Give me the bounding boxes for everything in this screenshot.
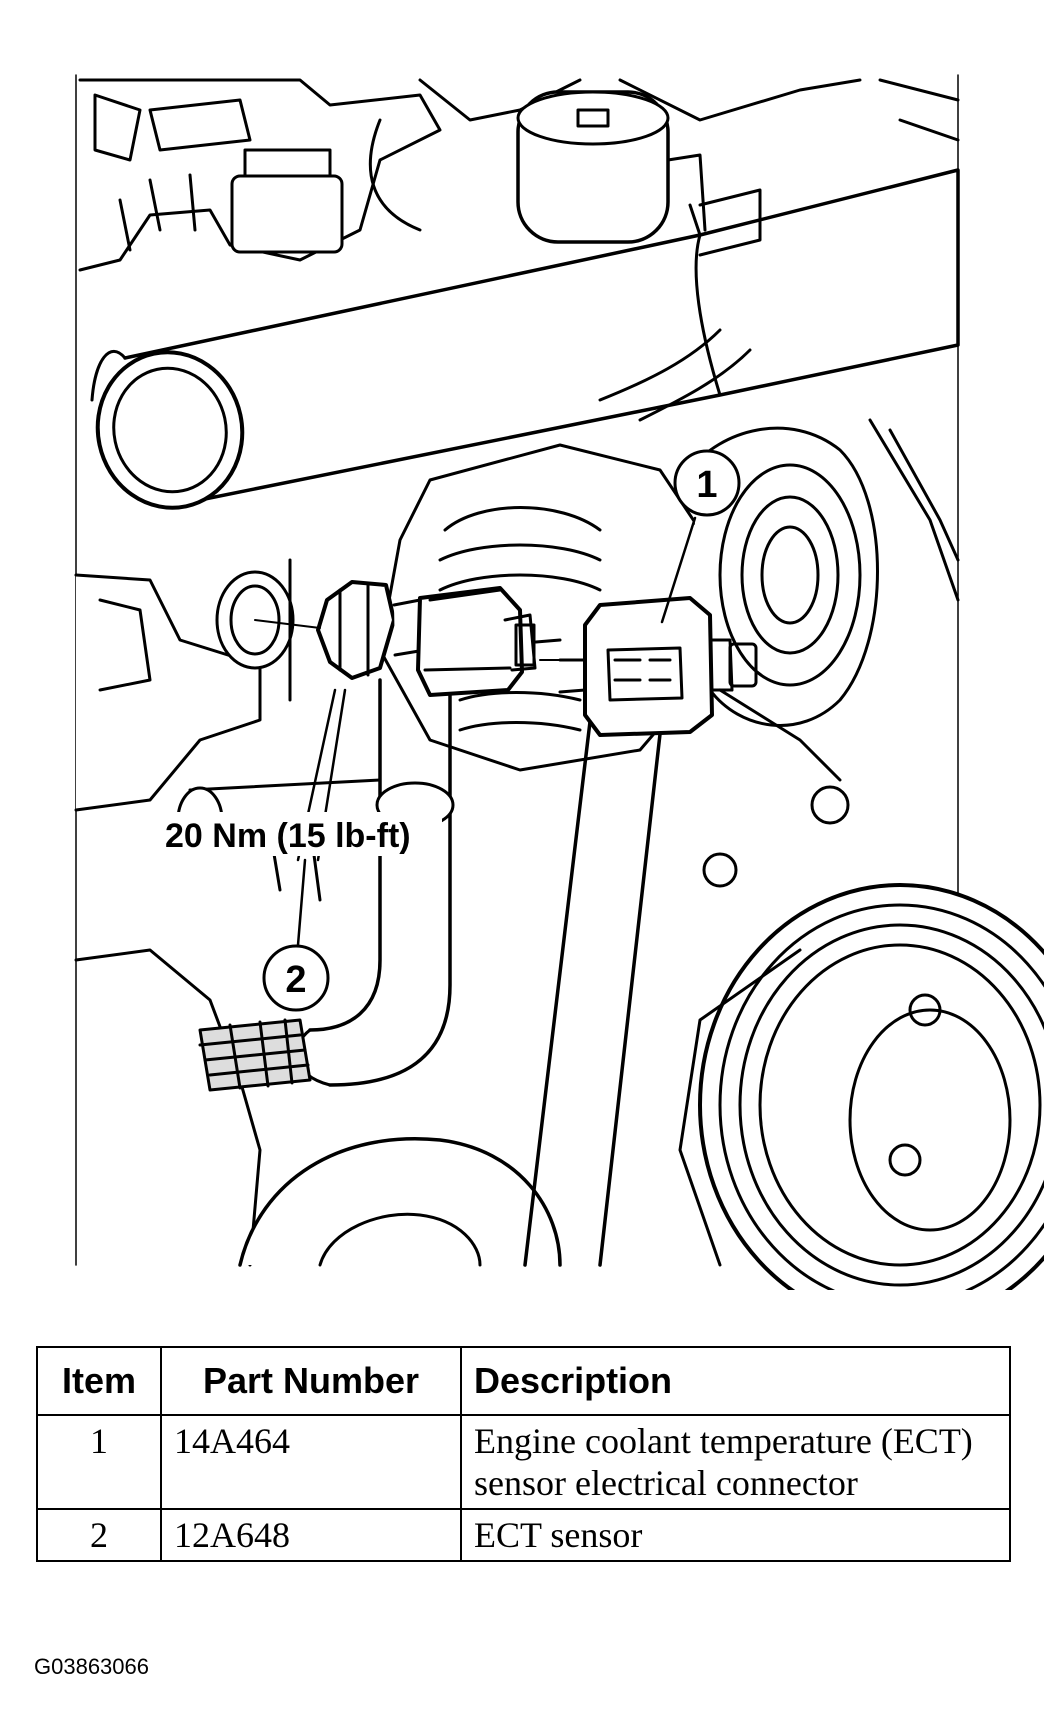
row-description: Engine coolant temperature (ECT) sensor … xyxy=(460,1414,1011,1510)
engine-illustration: 1 2 20 Nm (15 lb-ft) xyxy=(74,74,1044,1290)
header-description: Description xyxy=(460,1346,1011,1416)
callout-2-label: 2 xyxy=(285,959,306,1001)
table-header-row: Item Part Number Description xyxy=(36,1346,1011,1416)
row-part-number: 14A464 xyxy=(160,1414,462,1510)
row-item: 2 xyxy=(36,1508,162,1562)
table-row: 1 14A464 Engine coolant temperature (ECT… xyxy=(36,1414,1011,1510)
row-description: ECT sensor xyxy=(460,1508,1011,1562)
header-item: Item xyxy=(36,1346,162,1416)
figure-id: G03863066 xyxy=(34,1654,149,1679)
callout-1-label: 1 xyxy=(696,464,717,506)
parts-table: Item Part Number Description 1 14A464 En… xyxy=(36,1346,1011,1562)
row-part-number: 12A648 xyxy=(160,1508,462,1562)
callout-1-circle xyxy=(673,449,741,517)
table-row: 2 12A648 ECT sensor xyxy=(36,1508,1011,1562)
torque-spec-label: 20 Nm (15 lb-ft) xyxy=(165,817,411,855)
row-item: 1 xyxy=(36,1414,162,1510)
header-part-number: Part Number xyxy=(160,1346,462,1416)
callout-2-circle xyxy=(262,944,330,1012)
